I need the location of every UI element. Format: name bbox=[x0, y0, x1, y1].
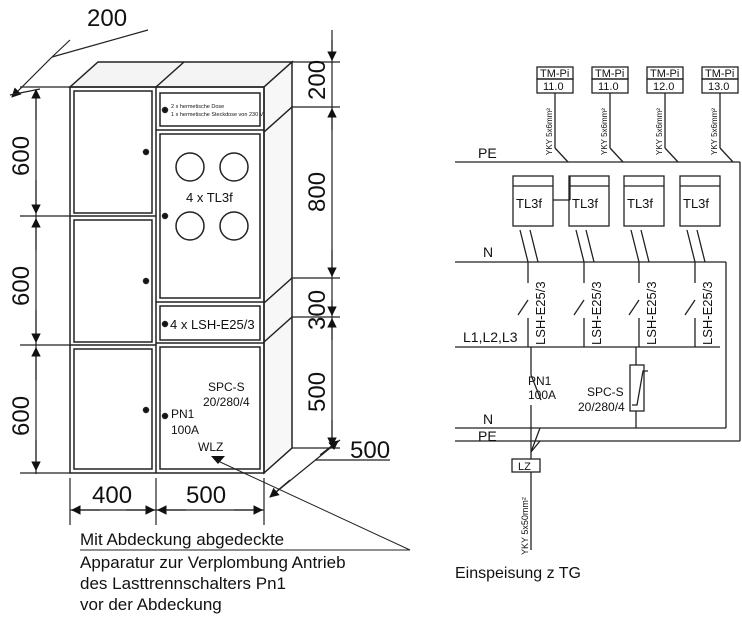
plate-line-2: 1 x hermetische Steckdose von 230 V bbox=[171, 112, 264, 118]
output-cable-1: YKY 5x6mm² bbox=[545, 108, 554, 155]
tl3f-panel bbox=[159, 133, 261, 299]
output-tag-4: TM-Pi bbox=[705, 68, 734, 80]
dim-right-1: 200 bbox=[304, 60, 331, 100]
dimension-lines bbox=[9, 29, 390, 525]
lsh-label-3: LSH-E25/3 bbox=[644, 281, 659, 345]
output-tag-2: TM-Pi bbox=[595, 68, 624, 80]
output-columns bbox=[512, 66, 739, 347]
dim-left-3: 600 bbox=[8, 396, 35, 436]
n-label-low: N bbox=[483, 411, 493, 427]
left-door-2 bbox=[73, 219, 153, 343]
cabinet-side bbox=[263, 60, 293, 475]
lsh-label-2: LSH-E25/3 bbox=[589, 281, 604, 345]
dim-width-right: 500 bbox=[186, 482, 226, 509]
pn1-label-1: PN1 bbox=[171, 407, 195, 421]
spc-label-s1: SPC-S bbox=[587, 385, 624, 399]
output-cable-3: YKY 5x6mm² bbox=[655, 108, 664, 155]
spc-device bbox=[629, 364, 645, 412]
lz-label: LZ bbox=[518, 461, 531, 473]
output-tag-1: TM-Pi bbox=[540, 68, 569, 80]
output-cable-4: YKY 5x6mm² bbox=[710, 108, 719, 155]
tl3f-socket bbox=[175, 211, 205, 241]
dim-right-2: 800 bbox=[304, 172, 331, 212]
screw bbox=[161, 320, 169, 328]
note-line-4: vor der Abdeckung bbox=[80, 595, 222, 614]
plate-line-1: 2 x hermetische Dose bbox=[171, 104, 224, 110]
lsh-label-4: LSH-E25/3 bbox=[700, 281, 715, 345]
tl3f-label-3: TL3f bbox=[627, 196, 653, 211]
lsh-count-label: 4 x LSH-E25/3 bbox=[170, 317, 255, 332]
cabinet-front bbox=[69, 86, 265, 474]
pn1-label-s2: 100A bbox=[528, 388, 556, 402]
lz-box bbox=[511, 458, 541, 473]
output-col-1 bbox=[512, 66, 574, 347]
n-label: N bbox=[483, 244, 493, 260]
dim-left-1: 600 bbox=[8, 136, 35, 176]
left-door-1 bbox=[73, 90, 153, 214]
output-tag-3: TM-Pi bbox=[650, 68, 679, 80]
cabinet-view bbox=[68, 60, 294, 475]
output-col-4 bbox=[679, 66, 739, 347]
pe-label: PE bbox=[478, 145, 497, 161]
tl3f-label-2: TL3f bbox=[572, 196, 598, 211]
tl3f-label-4: TL3f bbox=[683, 196, 709, 211]
tl3f-label-1: TL3f bbox=[516, 196, 542, 211]
pn1-label-s1: PN1 bbox=[528, 374, 552, 388]
output-col-2 bbox=[568, 66, 629, 347]
wlz-marker bbox=[211, 456, 225, 464]
door-lock-2 bbox=[142, 277, 150, 285]
output-num-3: 12.0 bbox=[653, 81, 674, 93]
left-door-3 bbox=[73, 348, 153, 470]
dim-side-depth: 500 bbox=[350, 437, 390, 464]
schematic bbox=[455, 161, 741, 550]
dim-width-left: 400 bbox=[92, 482, 132, 509]
feed-caption: Einspeisung z TG bbox=[455, 565, 581, 582]
note-leader-line bbox=[80, 460, 411, 551]
tl3f-count-label: 4 x TL3f bbox=[186, 190, 233, 205]
socket-plate bbox=[159, 92, 261, 127]
cabinet-top bbox=[68, 61, 294, 88]
output-num-2: 11.0 bbox=[598, 81, 619, 93]
bus-label: L1,L2,L3 bbox=[463, 329, 518, 345]
output-cable-2: YKY 5x6mm² bbox=[600, 108, 609, 155]
output-num-1: 11.0 bbox=[543, 81, 564, 93]
door-lock-3 bbox=[142, 406, 150, 414]
lsh-label-1: LSH-E25/3 bbox=[533, 281, 548, 345]
dim-depth-top: 200 bbox=[87, 5, 127, 32]
screw bbox=[161, 412, 169, 420]
tl3f-socket bbox=[219, 152, 249, 182]
note-line-3: des Lasttrennschalters Pn1 bbox=[80, 574, 286, 593]
pe-label-low: PE bbox=[478, 428, 497, 444]
dim-right-3: 300 bbox=[304, 290, 331, 330]
pn1-label-2: 100A bbox=[171, 423, 199, 437]
dim-left-2: 600 bbox=[8, 266, 35, 306]
feed-cable-label: YKY 5x50mm² bbox=[520, 497, 530, 555]
spc-label-s2: 20/280/4 bbox=[578, 400, 625, 414]
output-col-3 bbox=[623, 66, 684, 347]
note-line-2: Apparatur zur Verplombung Antrieb bbox=[80, 553, 346, 572]
spc-label-2: 20/280/4 bbox=[203, 395, 250, 409]
wlz-label: WLZ bbox=[198, 440, 223, 454]
screw bbox=[161, 106, 169, 114]
dim-right-4: 500 bbox=[304, 372, 331, 412]
tl3f-socket bbox=[175, 152, 205, 182]
door-lock-1 bbox=[142, 148, 150, 156]
note-line-1: Mit Abdeckung abgedeckte bbox=[80, 530, 284, 549]
spc-panel bbox=[159, 346, 261, 470]
screw bbox=[161, 212, 169, 220]
tl3f-socket bbox=[219, 211, 249, 241]
lsh-panel bbox=[159, 305, 261, 341]
output-num-4: 13.0 bbox=[708, 81, 729, 93]
spc-label-1: SPC-S bbox=[208, 380, 245, 394]
